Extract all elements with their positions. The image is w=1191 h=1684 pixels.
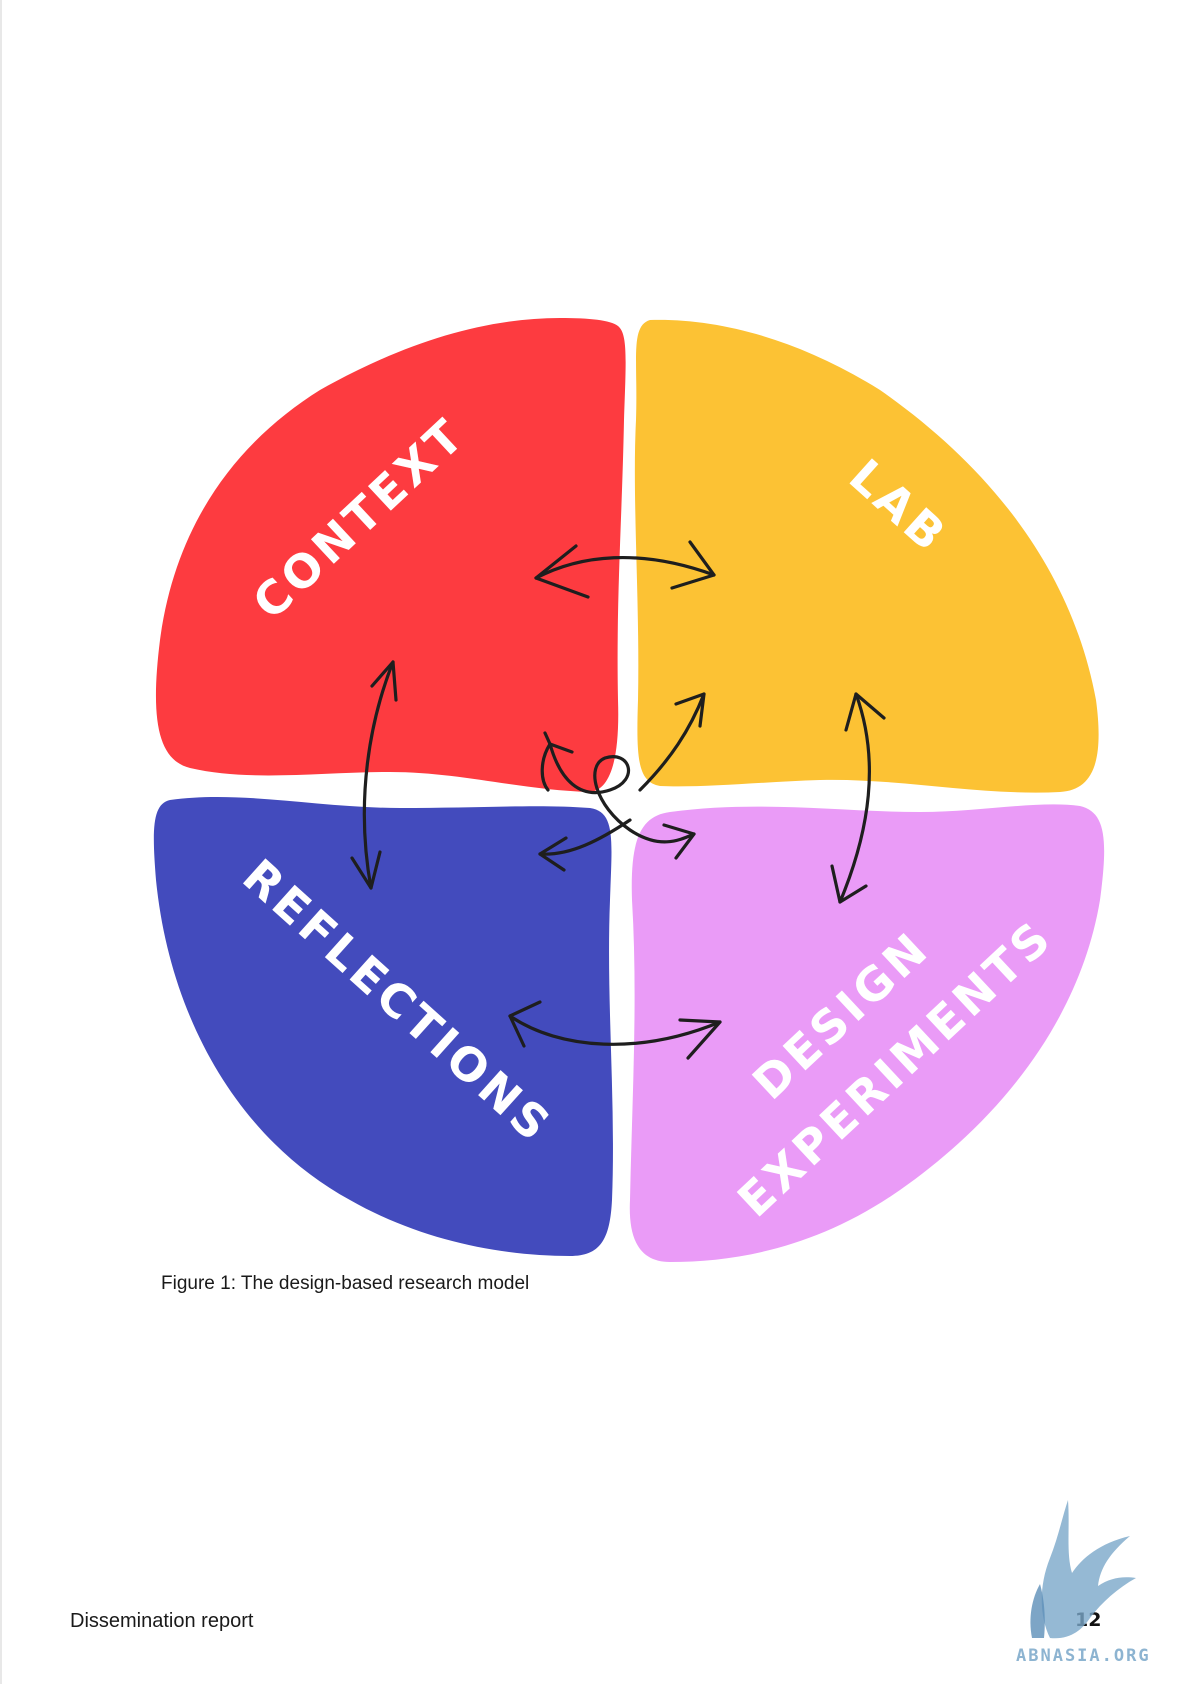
footer-title: Dissemination report (70, 1610, 254, 1632)
page-edge (0, 0, 2, 1684)
quadrant-reflections (153, 796, 613, 1256)
arrows (350, 540, 886, 1060)
winged-figure-icon (1030, 1500, 1136, 1639)
arrow-context-lab (534, 540, 716, 599)
quadrant-lab (634, 319, 1099, 793)
arrow-center-swirl (538, 692, 706, 872)
arrow-lab-design (830, 692, 886, 904)
arrow-context-reflections (350, 660, 398, 890)
watermark-text: ABNASIA.ORG (1016, 1646, 1151, 1666)
arrow-reflections-design (508, 1000, 722, 1060)
quadrant-design-experiments (629, 804, 1105, 1262)
figure-caption: Figure 1: The design-based research mode… (161, 1273, 530, 1294)
quadrant-context (155, 318, 626, 792)
